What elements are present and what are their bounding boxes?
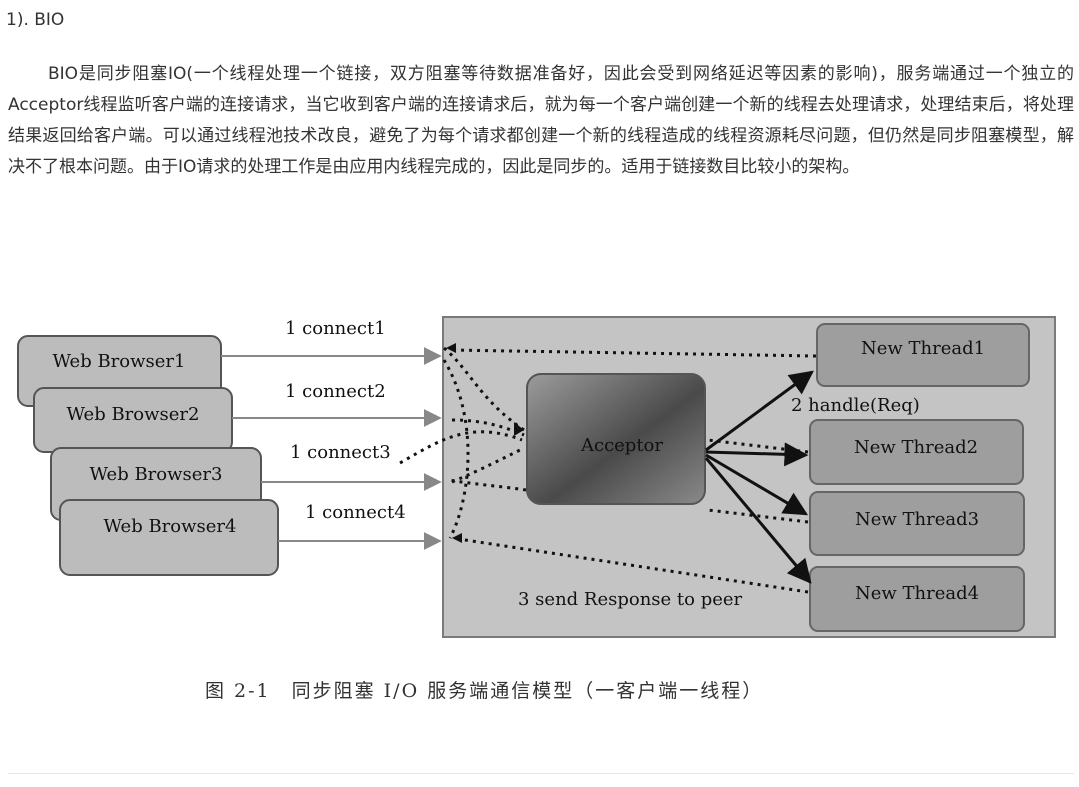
new-thread-4: New Thread4 <box>809 566 1025 632</box>
response-dotted-lines <box>399 346 817 594</box>
web-browser-4: Web Browser4 <box>59 499 279 576</box>
web-browser-2-label: Web Browser2 <box>67 404 200 425</box>
acceptor-box: Acceptor <box>526 373 706 505</box>
handle-arrow-2 <box>705 442 809 467</box>
accept-arrowhead <box>514 422 524 436</box>
handle-req-label: 2 handle(Req) <box>791 395 920 416</box>
section-heading: 1). BIO <box>6 10 65 30</box>
bio-diagram-figure: Web Browser1 Web Browser2 Web Browser3 W… <box>0 300 1079 720</box>
new-thread-2: New Thread2 <box>809 419 1024 485</box>
connect-label-1: 1 connect1 <box>285 318 386 339</box>
new-thread-3-label: New Thread3 <box>855 509 979 530</box>
send-response-label: 3 send Response to peer <box>518 589 743 610</box>
web-browser-2: Web Browser2 <box>33 387 233 453</box>
horizontal-divider <box>8 773 1074 774</box>
new-thread-2-label: New Thread2 <box>854 437 978 458</box>
new-thread-1-label: New Thread1 <box>861 338 985 359</box>
acceptor-label: Acceptor <box>580 435 663 456</box>
new-thread-1: New Thread1 <box>816 323 1030 387</box>
handle-arrow-3 <box>705 453 809 516</box>
figure-caption: 图 2-1 同步阻塞 I/O 服务端通信模型（一客户端一线程） <box>205 680 764 702</box>
handle-arrow-1 <box>705 370 814 452</box>
response-arrowhead-top <box>446 343 456 353</box>
handle-arrow-4 <box>704 457 812 584</box>
connect-label-4: 1 connect4 <box>305 502 406 523</box>
new-thread-3: New Thread3 <box>809 491 1025 556</box>
bio-description-paragraph: BIO是同步阻塞IO(一个线程处理一个链接，双方阻塞等待数据准备好，因此会受到网… <box>8 64 1074 177</box>
connect-label-2: 1 connect2 <box>285 381 386 402</box>
connect-label-3: 1 connect3 <box>290 442 391 463</box>
response-arrowhead <box>452 533 462 543</box>
web-browser-1-label: Web Browser1 <box>53 351 186 372</box>
web-browser-4-label: Web Browser4 <box>104 516 237 537</box>
bio-diagram: Web Browser1 Web Browser2 Web Browser3 W… <box>17 316 1056 638</box>
new-thread-4-label: New Thread4 <box>855 583 979 604</box>
web-browser-3-label: Web Browser3 <box>90 464 223 485</box>
